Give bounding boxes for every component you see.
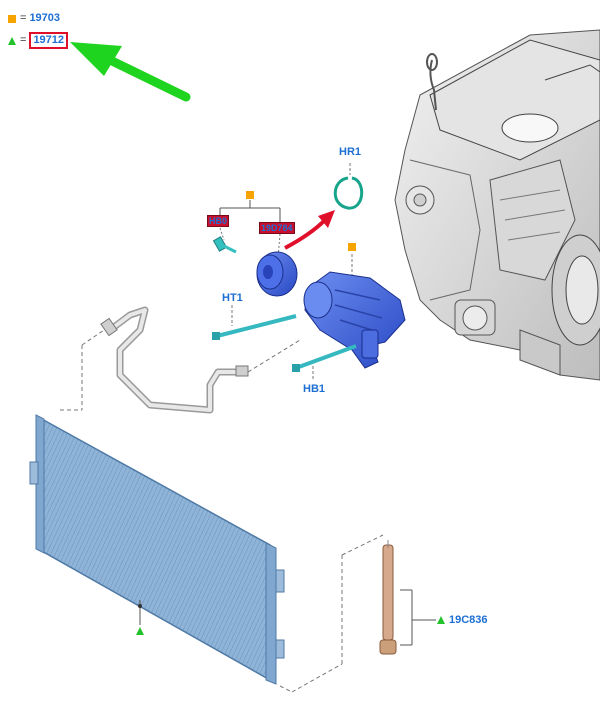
legend-equals: = [20,34,27,46]
legend-square-code[interactable]: 19703 [29,12,61,24]
callout-hb1[interactable]: HB1 [303,383,326,395]
green-triangle-marker [437,616,445,624]
small-bolt [212,236,237,254]
ac-compressor [303,254,406,369]
ac-condenser [29,409,285,685]
engine-illustration [394,29,600,381]
green-triangle-marker [136,627,144,635]
legend-equals: = [20,12,27,24]
red-pointer-arrow [284,210,335,250]
dashed-link [279,534,384,693]
callout-redacted-b[interactable]: 19D784 [259,222,295,234]
callout-ht1[interactable]: HT1 [222,292,243,304]
orange-square-marker [246,191,254,199]
callout-hr1[interactable]: HR1 [339,146,362,158]
green-triangle-icon [8,36,16,45]
bolt-hb1 [292,344,357,380]
green-pointer-arrow [70,42,191,102]
callout-19c836[interactable]: 19C836 [449,614,488,626]
legend-row-triangle: = 19712 [8,32,69,49]
legend-row-square: = 19703 [8,12,60,25]
bolt-ht1 [212,305,297,340]
orange-square-icon [8,14,16,23]
legend-triangle-code[interactable]: 19712 [29,32,69,49]
orange-square-marker [348,243,356,251]
compressor-pulley [256,251,298,297]
callout-redacted-a[interactable]: HB0 [207,215,230,227]
receiver-dryer [379,540,436,655]
refrigerant-hose [81,306,301,414]
o-ring-hr1 [333,163,364,210]
